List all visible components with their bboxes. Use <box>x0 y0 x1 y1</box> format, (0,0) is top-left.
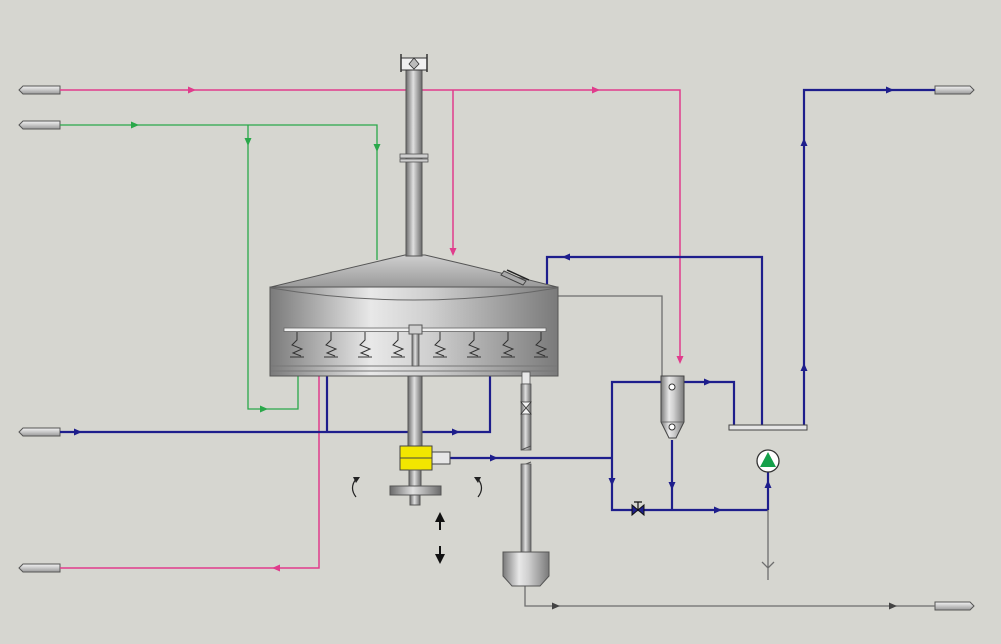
navy-separator-loop <box>610 380 768 512</box>
flow-arrow-icon <box>260 405 268 413</box>
flow-arrow-icon <box>131 121 139 129</box>
pink-arrows <box>188 86 684 572</box>
navy-return-to-tank <box>545 255 764 427</box>
spray-nozzles <box>290 332 548 358</box>
distribution-header <box>728 424 808 431</box>
nozzle-icon <box>501 332 515 358</box>
valve-icon <box>631 501 645 517</box>
flow-arrow-icon <box>608 478 616 486</box>
nozzle-icon <box>391 332 405 358</box>
green-supply-line <box>60 124 378 260</box>
pipe-terminal-icon <box>18 427 61 437</box>
gray-product-line <box>524 586 935 607</box>
nozzle-icon <box>290 332 304 358</box>
shaft-coupling <box>399 153 429 159</box>
pipe-terminal-icon <box>934 85 975 95</box>
flow-arrow-icon <box>74 428 82 436</box>
flow-arrow-icon <box>764 480 772 488</box>
pipe-terminal-icon <box>18 120 61 130</box>
flow-arrow-icon <box>452 428 460 436</box>
collection-vessel <box>502 551 550 587</box>
nozzle-icon <box>324 332 338 358</box>
nozzle-icon <box>467 332 481 358</box>
flow-arrow-icon <box>188 86 196 94</box>
flow-arrow-icon <box>562 253 570 261</box>
bottom-drive <box>389 375 451 506</box>
flow-arrow-icon <box>714 506 722 514</box>
flow-arrow-icon <box>552 602 560 610</box>
nozzle-icon <box>358 332 372 358</box>
flow-arrow-icon <box>889 602 897 610</box>
gray-arrows <box>552 602 897 610</box>
flow-arrow-icon <box>704 378 712 386</box>
navy-inlet-line <box>60 376 492 434</box>
flow-arrow-icon <box>592 86 600 94</box>
flow-arrow-icon <box>800 138 808 146</box>
flow-arrow-icon <box>676 356 684 364</box>
tank-roof <box>270 254 558 288</box>
mixing-tank <box>269 254 559 385</box>
pipe-terminal-icon <box>18 85 61 95</box>
flow-arrow-icon <box>449 248 457 256</box>
flow-arrow-icon <box>244 138 252 146</box>
pink-supply-line <box>60 89 681 362</box>
sight-tube <box>521 371 531 385</box>
green-arrows <box>131 121 381 413</box>
navy-separator-right <box>684 380 736 427</box>
separator <box>660 375 685 439</box>
rotation-arrowheads <box>353 477 481 483</box>
top-shaft <box>399 54 429 257</box>
navy-outlet-line <box>802 88 935 427</box>
pipe-terminal-icon <box>934 601 975 611</box>
valve-icon <box>520 401 532 415</box>
rotating-disc <box>389 485 442 496</box>
pipe-terminal-icon <box>18 563 61 573</box>
gray-vent-line <box>557 295 663 378</box>
inspection-port <box>500 269 530 286</box>
green-branch-line <box>247 125 299 410</box>
pink-lines <box>60 89 681 569</box>
drain-icon <box>761 561 775 580</box>
gray-lines <box>524 295 935 607</box>
flow-arrow-icon <box>373 144 381 152</box>
pump-icon <box>756 449 780 473</box>
green-lines <box>60 124 378 410</box>
flow-arrow-icon <box>800 363 808 371</box>
double-arrow-icon <box>435 512 445 564</box>
pink-return-line <box>60 376 320 569</box>
flow-arrow-icon <box>490 454 498 462</box>
top-bearing-icon <box>400 54 428 72</box>
tank-roof-seam <box>270 287 558 301</box>
flow-arrow-icon <box>886 86 894 94</box>
nozzle-icon <box>433 332 447 358</box>
flow-arrow-icon <box>272 564 280 572</box>
navy-arrows <box>74 86 894 514</box>
nozzle-icon <box>534 332 548 358</box>
discharge-column <box>502 383 550 587</box>
shaft-hub <box>408 324 423 335</box>
flow-arrow-icon <box>668 482 676 490</box>
